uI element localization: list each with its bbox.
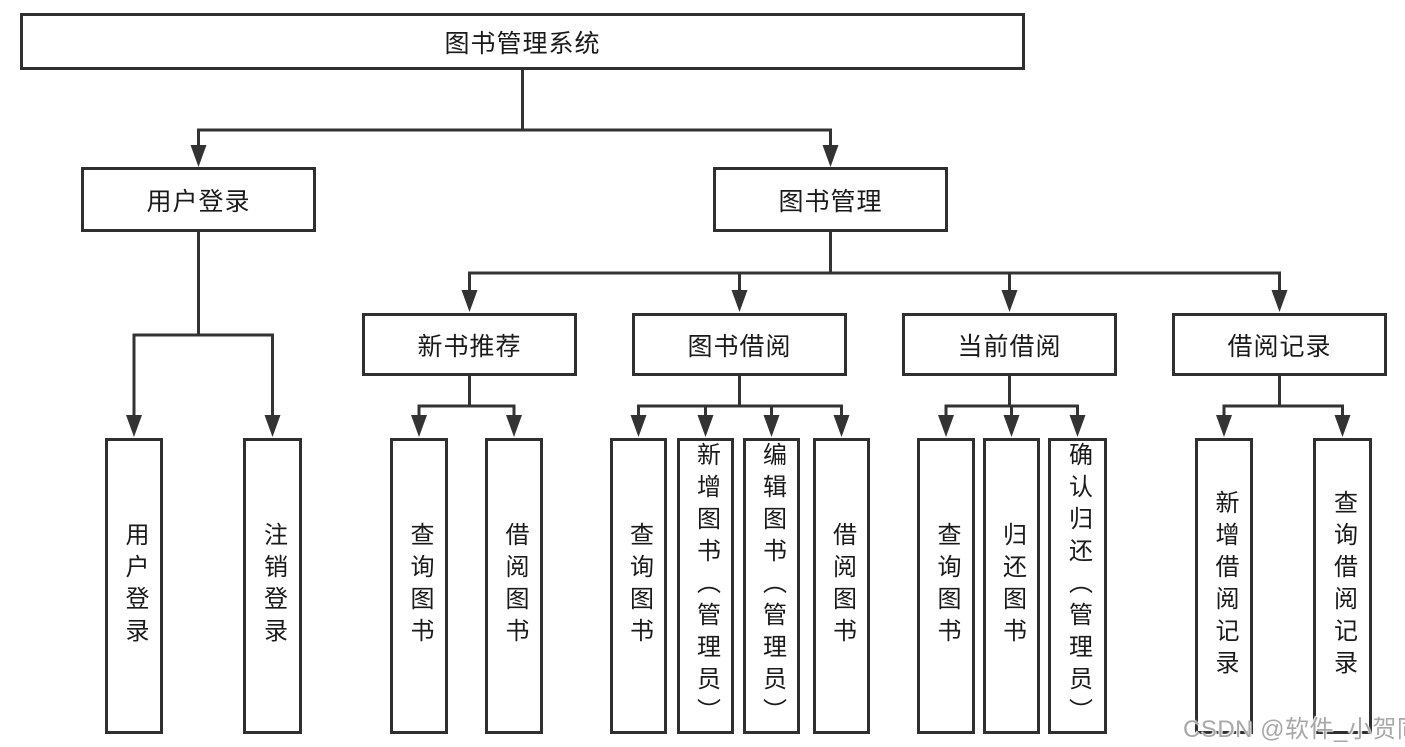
- csdn-watermark: CSDN @软件_小贺同学: [1183, 716, 1405, 743]
- leaf-query-book-recommend-label: 查询图书: [406, 522, 433, 650]
- leaf-borrow-book-recommend-label: 借阅图书: [501, 522, 528, 650]
- leaf-add-borrow-record-label: 新增借阅记录: [1211, 490, 1238, 682]
- leaf-add-book-admin-label: 新增图书（管理员）: [692, 442, 720, 730]
- node-current-borrowing: 当前借阅: [902, 313, 1117, 376]
- leaf-confirm-return-admin: 确认归还（管理员）: [1048, 438, 1107, 734]
- leaf-user-login: 用户登录: [105, 438, 163, 734]
- node-book-management: 图书管理: [713, 167, 948, 232]
- leaf-return-book: 归还图书: [983, 438, 1040, 734]
- leaf-user-login-label: 用户登录: [121, 522, 148, 650]
- leaf-edit-book-admin-label: 编辑图书（管理员）: [758, 442, 786, 730]
- leaf-query-book-borrowing: 查询图书: [610, 438, 667, 734]
- node-book-borrowing: 图书借阅: [632, 313, 847, 376]
- leaf-logout: 注销登录: [243, 438, 302, 734]
- leaf-logout-label: 注销登录: [259, 522, 287, 650]
- leaf-query-book-borrowing-label: 查询图书: [625, 522, 653, 650]
- leaf-add-book-admin: 新增图书（管理员）: [677, 438, 734, 734]
- node-root-book-management-system: 图书管理系统: [20, 13, 1025, 70]
- node-user-login: 用户登录: [81, 167, 316, 232]
- leaf-confirm-return-admin-label: 确认归还（管理员）: [1064, 442, 1092, 730]
- leaf-borrow-book-borrowing: 借阅图书: [813, 438, 870, 734]
- node-borrow-records: 借阅记录: [1172, 313, 1387, 376]
- leaf-query-book-current: 查询图书: [917, 438, 975, 734]
- leaf-query-borrow-record: 查询借阅记录: [1313, 438, 1372, 734]
- leaf-borrow-book-borrowing-label: 借阅图书: [828, 522, 856, 650]
- leaf-return-book-label: 归还图书: [998, 522, 1026, 650]
- leaf-borrow-book-recommend: 借阅图书: [485, 438, 543, 734]
- leaf-edit-book-admin: 编辑图书（管理员）: [743, 438, 800, 734]
- leaf-query-borrow-record-label: 查询借阅记录: [1329, 490, 1357, 682]
- node-new-book-recommend: 新书推荐: [362, 313, 577, 376]
- leaf-add-borrow-record: 新增借阅记录: [1195, 438, 1253, 734]
- leaf-query-book-recommend: 查询图书: [390, 438, 448, 734]
- leaf-query-book-current-label: 查询图书: [933, 522, 960, 650]
